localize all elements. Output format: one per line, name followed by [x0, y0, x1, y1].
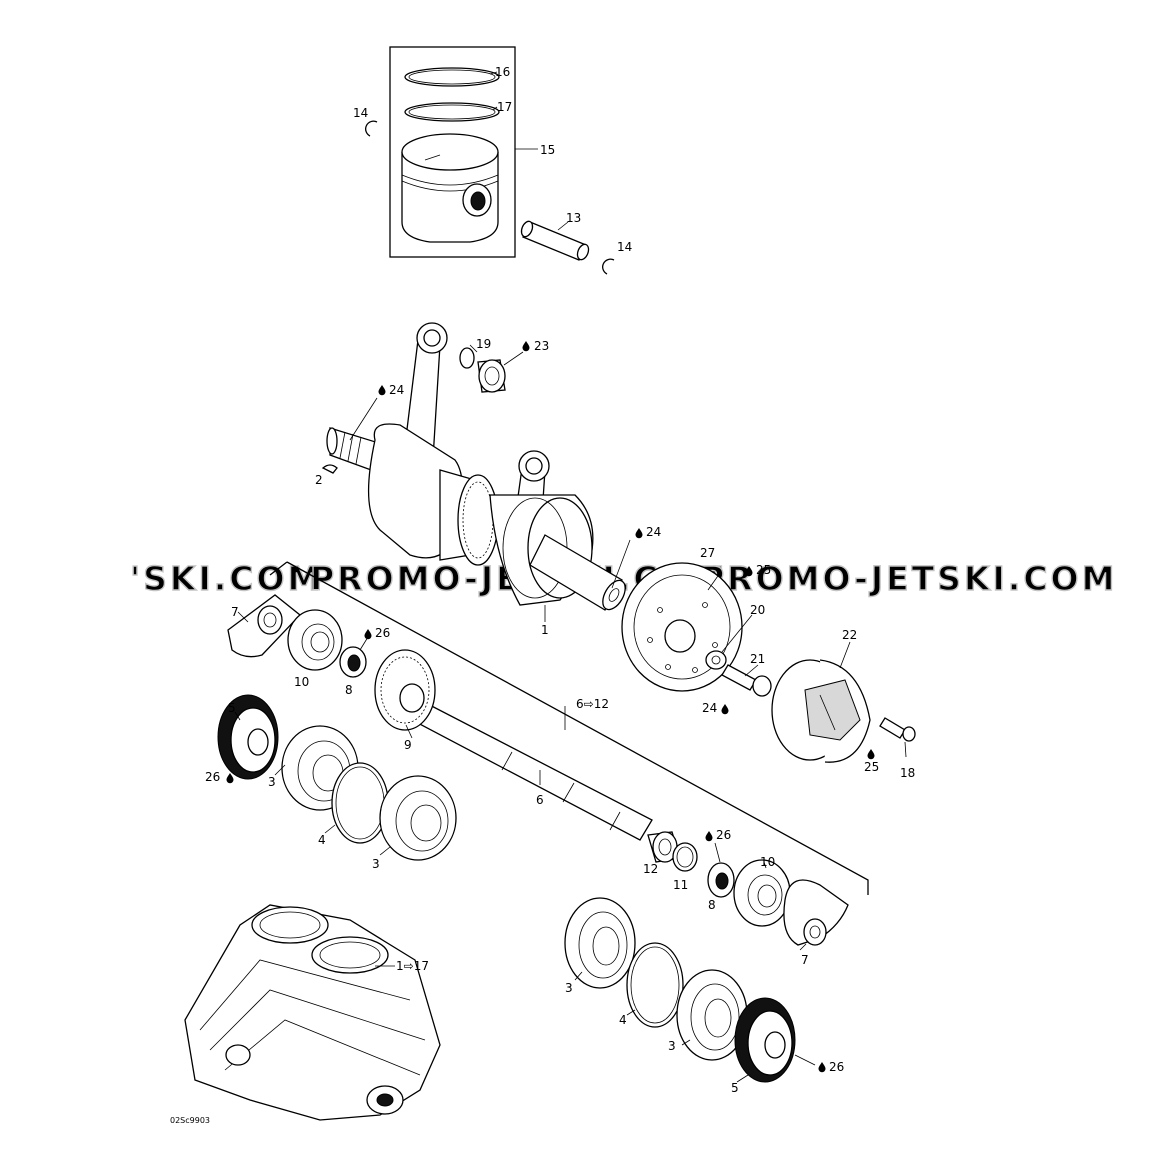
lubricant-drop-icon — [867, 749, 875, 760]
callout-label: 23 — [534, 339, 549, 353]
callout-label: 15 — [540, 143, 555, 157]
callout-label: 17 — [497, 100, 512, 114]
ball-bearing — [564, 897, 636, 989]
callout-label: 3 — [668, 1039, 676, 1053]
circlip-left — [365, 120, 378, 137]
callout-label: 6 — [536, 793, 544, 807]
callout-label: 1⇨17 — [396, 959, 429, 973]
callout-label: 22 — [842, 628, 857, 642]
callout-label: 3 — [565, 981, 573, 995]
callout-label: 27 — [700, 546, 715, 560]
piston-ring-top — [404, 67, 500, 87]
callout-label: 7 — [231, 605, 239, 619]
flywheel-bolt — [721, 664, 772, 697]
callout-label: 10 — [294, 675, 309, 689]
piston-assembly — [365, 46, 615, 275]
lubricant-drop-icon — [721, 704, 729, 715]
crankshaft-assembly — [321, 322, 631, 622]
lubricant-drop-icon — [522, 341, 530, 352]
callout-label: 3 — [372, 857, 380, 871]
lubricant-drop-icon — [226, 773, 234, 784]
callout-label: 10 — [760, 855, 775, 869]
flywheel-assembly — [621, 562, 916, 763]
piston — [401, 152, 499, 243]
cylinder-bore — [251, 906, 329, 944]
cylinder-bore — [311, 936, 389, 974]
callout-label: 4 — [619, 1013, 627, 1027]
piston-pin — [520, 220, 590, 261]
lubricant-drop-icon — [364, 629, 372, 640]
callout-label: 24 — [702, 701, 717, 715]
circlip-right — [602, 258, 615, 275]
callout-label: 26 — [205, 770, 220, 784]
woodruff-key — [321, 464, 338, 474]
piston-ring-second — [404, 102, 500, 122]
callout-label: 5 — [731, 1081, 739, 1095]
callout-label: 1 — [541, 623, 549, 637]
o-ring — [626, 942, 684, 1028]
lubricant-drop-icon — [635, 528, 643, 539]
coupler — [771, 659, 871, 763]
callout-label: 6⇨12 — [576, 697, 609, 711]
callout-label: 14 — [617, 240, 632, 254]
crank-gear — [457, 474, 499, 566]
callout-label: 8 — [708, 898, 716, 912]
callout-label: 8 — [345, 683, 353, 697]
callout-label: 2 — [315, 473, 323, 487]
watermark-text: PROMO-JETSKI.COM — [700, 559, 1117, 598]
callout-label: 5 — [228, 701, 236, 715]
callout-label: 25 — [864, 760, 879, 774]
left-bearing-group — [217, 594, 457, 861]
bearing-housing — [783, 879, 849, 946]
callout-label: 7 — [801, 953, 809, 967]
callout-label: 26 — [375, 626, 390, 640]
callout-label: 16 — [495, 65, 510, 79]
callout-label: 4 — [318, 833, 326, 847]
engine-block — [184, 904, 441, 1121]
callout-label: 24 — [389, 383, 404, 397]
callout-label: 24 — [646, 525, 661, 539]
ball-bearing — [379, 775, 457, 861]
lubricant-drop-icon — [818, 1062, 826, 1073]
assembly-bracket — [269, 561, 869, 895]
callout-label: 21 — [750, 652, 765, 666]
callout-label: 14 — [353, 106, 368, 120]
needle-bearing — [459, 347, 506, 393]
crank-shaft-end — [529, 534, 623, 611]
callout-label: 26 — [829, 1060, 844, 1074]
callout-label: 13 — [566, 211, 581, 225]
callout-label: 9 — [404, 738, 412, 752]
callout-label: 18 — [900, 766, 915, 780]
ball-bearing — [287, 609, 343, 671]
callout-label: 11 — [673, 878, 688, 892]
coupler-screw — [879, 717, 916, 742]
o-ring — [331, 762, 389, 844]
lubricant-drop-icon — [705, 831, 713, 842]
callout-label: 26 — [716, 828, 731, 842]
drawing-code: 02Sc9903 — [170, 1116, 210, 1125]
lubricant-drop-icon — [378, 385, 386, 396]
callout-label: 25 — [756, 563, 771, 577]
pto-shaft-assembly — [269, 561, 869, 895]
callout-label: 12 — [643, 862, 658, 876]
callout-label: 3 — [268, 775, 276, 789]
callout-label: 20 — [750, 603, 765, 617]
right-bearing-group — [564, 842, 849, 1083]
piston-kit-frame — [389, 46, 516, 258]
callout-labels: 16 17 14 15 13 14 19 23 24 2 24 27 25 20… — [205, 65, 915, 1095]
watermark-text: 'SKI.COM — [130, 559, 323, 598]
callout-label: 19 — [476, 337, 491, 351]
washer — [705, 650, 727, 670]
